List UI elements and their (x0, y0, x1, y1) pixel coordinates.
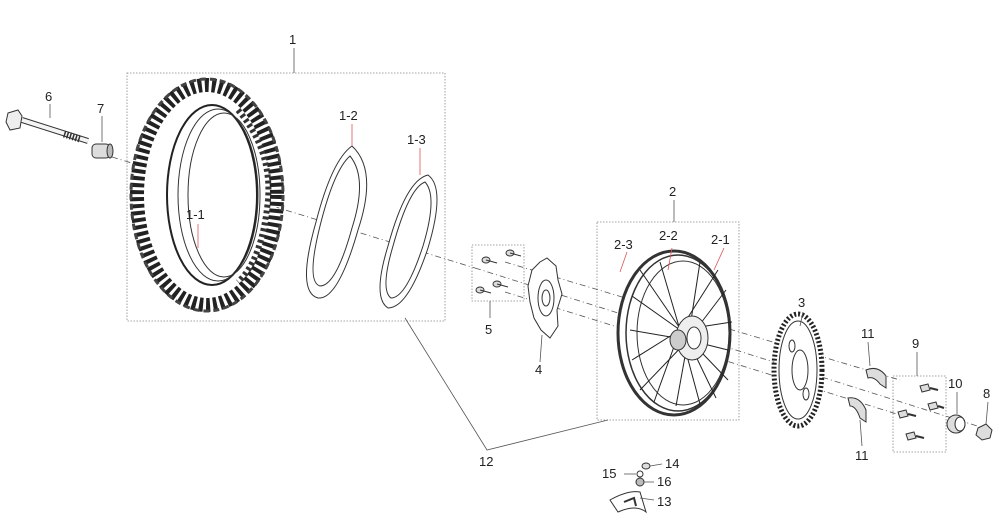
leader-2-2 (667, 247, 673, 271)
callout-2-3: 2-3 (614, 237, 633, 252)
callout-3: 3 (798, 295, 805, 310)
callout-4: 4 (535, 362, 542, 377)
callout-11-lower: 11 (855, 448, 869, 463)
tire-part (129, 77, 285, 313)
brake-disc-part (527, 257, 563, 339)
callout-7: 7 (97, 101, 104, 116)
leader-3 (799, 311, 804, 327)
callout-2-2: 2-2 (659, 228, 678, 243)
callout-10: 10 (948, 376, 962, 391)
leader-11b (859, 419, 863, 447)
leader-8 (985, 401, 989, 425)
axle-nut-part (975, 423, 993, 441)
leader-11a (867, 341, 871, 367)
bolt-line-upper (504, 261, 901, 381)
callout-14: 14 (665, 456, 679, 471)
callout-5: 5 (485, 322, 492, 337)
callout-1-2: 1-2 (339, 108, 358, 123)
spacer-part (946, 414, 966, 434)
leader-13 (639, 497, 655, 501)
axle-centerline-right (474, 267, 991, 431)
callout-15: 15 (602, 466, 616, 481)
chain-clip-lower-part (847, 397, 867, 423)
axle-bolt-part (5, 109, 89, 144)
bolt-group-box-9 (892, 375, 947, 453)
callout-13: 13 (657, 494, 671, 509)
leader-2-3 (619, 251, 628, 273)
disc-bolts-part (475, 249, 522, 294)
axle-collar-part (91, 143, 114, 159)
rim-lock-part (609, 491, 647, 514)
callout-1: 1 (289, 32, 296, 47)
nut-part (635, 477, 645, 487)
callout-2-1: 2-1 (711, 232, 730, 247)
rim-band-part (379, 174, 438, 309)
callout-9: 9 (912, 336, 919, 351)
callout-1-1: 1-1 (186, 207, 205, 222)
sprocket-bolts-part (897, 383, 945, 441)
tire-group-box (126, 72, 446, 322)
callout-16: 16 (657, 474, 671, 489)
callout-6: 6 (45, 89, 52, 104)
sprocket-part (771, 311, 825, 429)
leader-14 (649, 463, 663, 467)
callout-1-3: 1-3 (407, 132, 426, 147)
wheel-group-box (596, 221, 740, 421)
callout-11-upper: 11 (861, 326, 875, 341)
leader-12 (404, 317, 609, 451)
callout-12: 12 (479, 454, 493, 469)
leader-2-1 (713, 247, 725, 271)
chain-clip-upper-part (865, 368, 887, 389)
callout-8: 8 (983, 386, 990, 401)
valve-cap-part (641, 462, 651, 470)
callout-2: 2 (669, 184, 676, 199)
leader-4 (539, 334, 543, 363)
washer-part (636, 470, 644, 478)
inner-tube-part (306, 145, 368, 299)
spoked-wheel-part (616, 249, 733, 417)
bolt-line-lower (504, 291, 901, 416)
